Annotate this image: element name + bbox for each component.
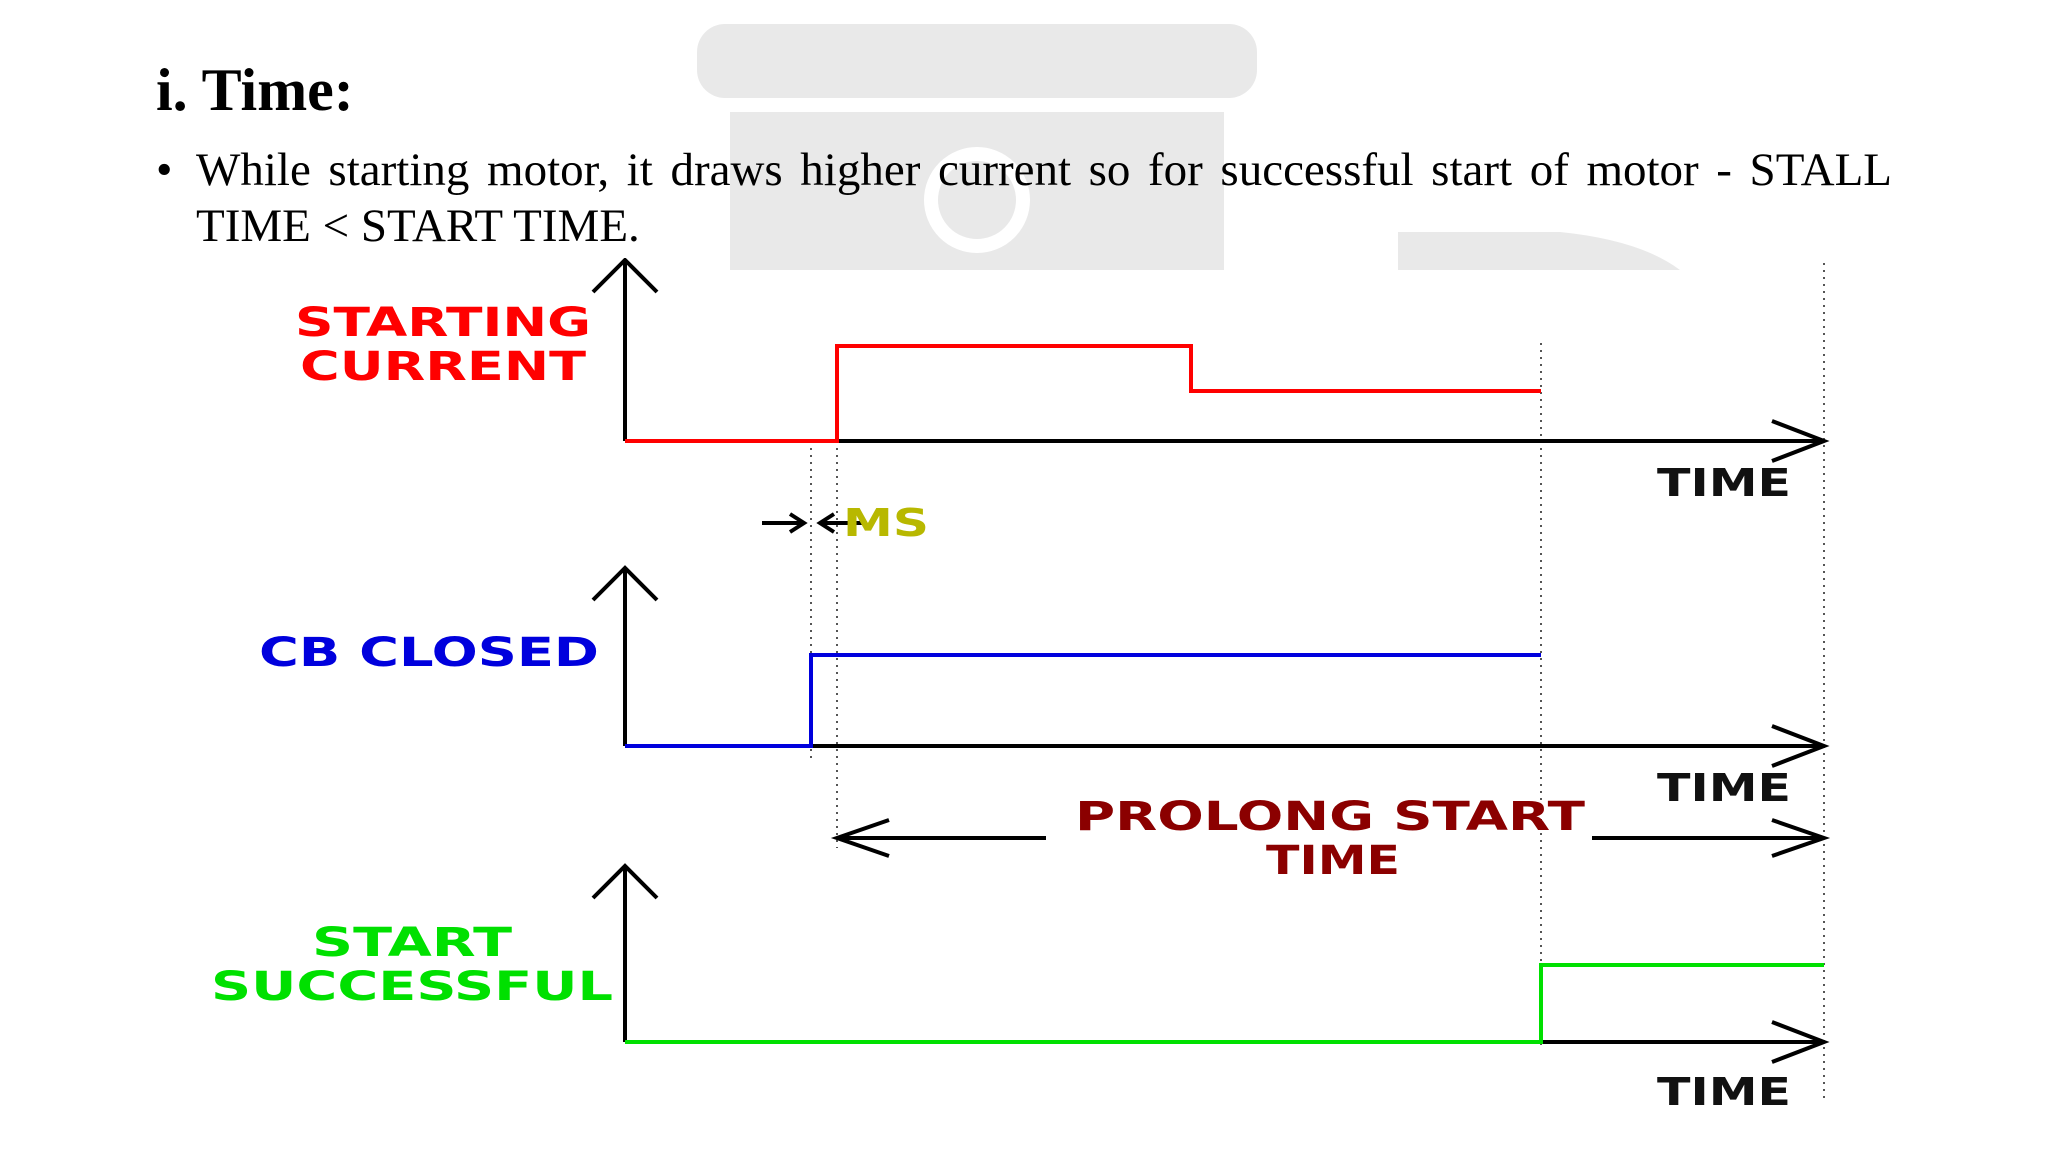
- bullet-text: While starting motor, it draws higher cu…: [196, 144, 1892, 252]
- bullet-symbol: •: [156, 144, 173, 196]
- start-successful-time-label: TIME: [1657, 1070, 1791, 1114]
- ms-label: MS: [843, 501, 929, 545]
- start-successful-label-line2: SUCCESSFUL: [211, 964, 613, 1010]
- watermark-logo: [697, 24, 1680, 270]
- timing-diagram: STARTING CURRENT TIME MS CB CLOSED TIME: [211, 258, 1831, 1114]
- start-successful-panel: START SUCCESSFUL TIME: [211, 863, 1830, 1114]
- prolong-start-label-line2: TIME: [1266, 838, 1400, 884]
- starting-current-panel: STARTING CURRENT TIME: [295, 258, 1830, 505]
- starting-current-label-line2: CURRENT: [300, 344, 587, 390]
- cb-closed-panel: CB CLOSED TIME: [259, 565, 1830, 810]
- bullet-item: • While starting motor, it draws higher …: [156, 142, 1892, 254]
- prolong-start-annotation: PROLONG START TIME: [830, 794, 1831, 884]
- starting-current-signal: [625, 344, 1541, 443]
- starting-current-label-line1: STARTING: [295, 300, 591, 346]
- cb-closed-time-label: TIME: [1657, 766, 1791, 810]
- start-successful-signal: [625, 963, 1824, 1044]
- cb-closed-label: CB CLOSED: [259, 630, 599, 676]
- section-heading: i. Time:: [156, 57, 354, 123]
- ms-annotation: MS: [762, 501, 929, 545]
- cb-closed-signal: [625, 653, 1541, 748]
- starting-current-time-label: TIME: [1657, 461, 1791, 505]
- prolong-start-label-line1: PROLONG START: [1075, 794, 1586, 840]
- start-successful-label-line1: START: [312, 920, 513, 966]
